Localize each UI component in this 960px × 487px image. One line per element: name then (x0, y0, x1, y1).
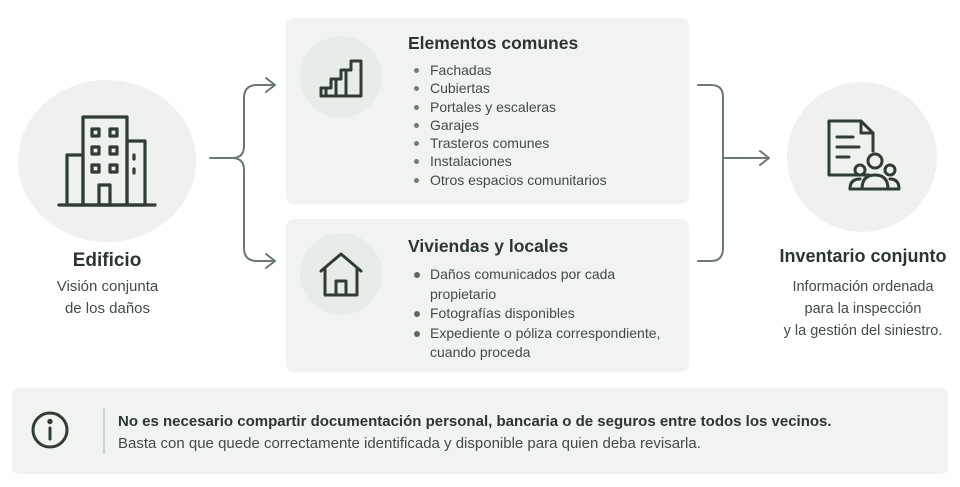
list-item: Garajes (414, 116, 607, 134)
homes-card: Viviendas y locales Daños comunicados po… (286, 219, 689, 372)
house-icon-badge (300, 233, 382, 315)
building-subtitle: Visión conjunta de los daños (56, 278, 159, 317)
list-item: Expediente o póliza correspondiente, cua… (414, 324, 674, 363)
list-item: Trasteros comunes (414, 134, 607, 152)
arrow-head-top (265, 77, 276, 93)
fork-connector-left (209, 84, 275, 159)
stairs-icon-badge (300, 36, 382, 118)
list-item: Portales y escaleras (414, 98, 607, 116)
homes-list: Daños comunicados por cada propietario F… (414, 265, 674, 363)
inventory-title: Inventario conjunto (779, 246, 947, 266)
list-item: Fotografías disponibles (414, 304, 674, 324)
bracket-connector-right (697, 84, 724, 262)
list-item: Cubiertas (414, 79, 607, 97)
list-item: Otros espacios comunitarios (414, 171, 607, 189)
common-elements-title: Elementos comunes (408, 33, 579, 53)
building-icon (57, 115, 157, 207)
building-node (18, 80, 196, 242)
list-item: Daños comunicados por cada propietario (414, 265, 674, 304)
inventory-node (787, 82, 937, 232)
info-icon (31, 411, 69, 449)
list-item: Instalaciones (414, 152, 607, 170)
common-elements-list: Fachadas Cubiertas Portales y escaleras … (414, 61, 607, 189)
stairs-icon (319, 59, 363, 98)
info-divider (103, 408, 105, 454)
info-bold-text: No es necesario compartir documentación … (118, 413, 832, 430)
homes-title: Viviendas y locales (408, 236, 569, 256)
building-title: Edificio (72, 250, 142, 271)
inventory-subtitle: Información ordenada para la inspección … (783, 279, 943, 339)
info-banner: No es necesario compartir documentación … (12, 388, 948, 474)
list-item: Fachadas (414, 61, 607, 79)
document-people-icon (827, 119, 901, 191)
common-elements-card: Elementos comunes Fachadas Cubiertas Por… (286, 18, 689, 204)
arrow-head-bottom (265, 253, 276, 269)
info-normal-text: Basta con que quede correctamente identi… (118, 435, 701, 452)
house-icon (319, 252, 363, 297)
